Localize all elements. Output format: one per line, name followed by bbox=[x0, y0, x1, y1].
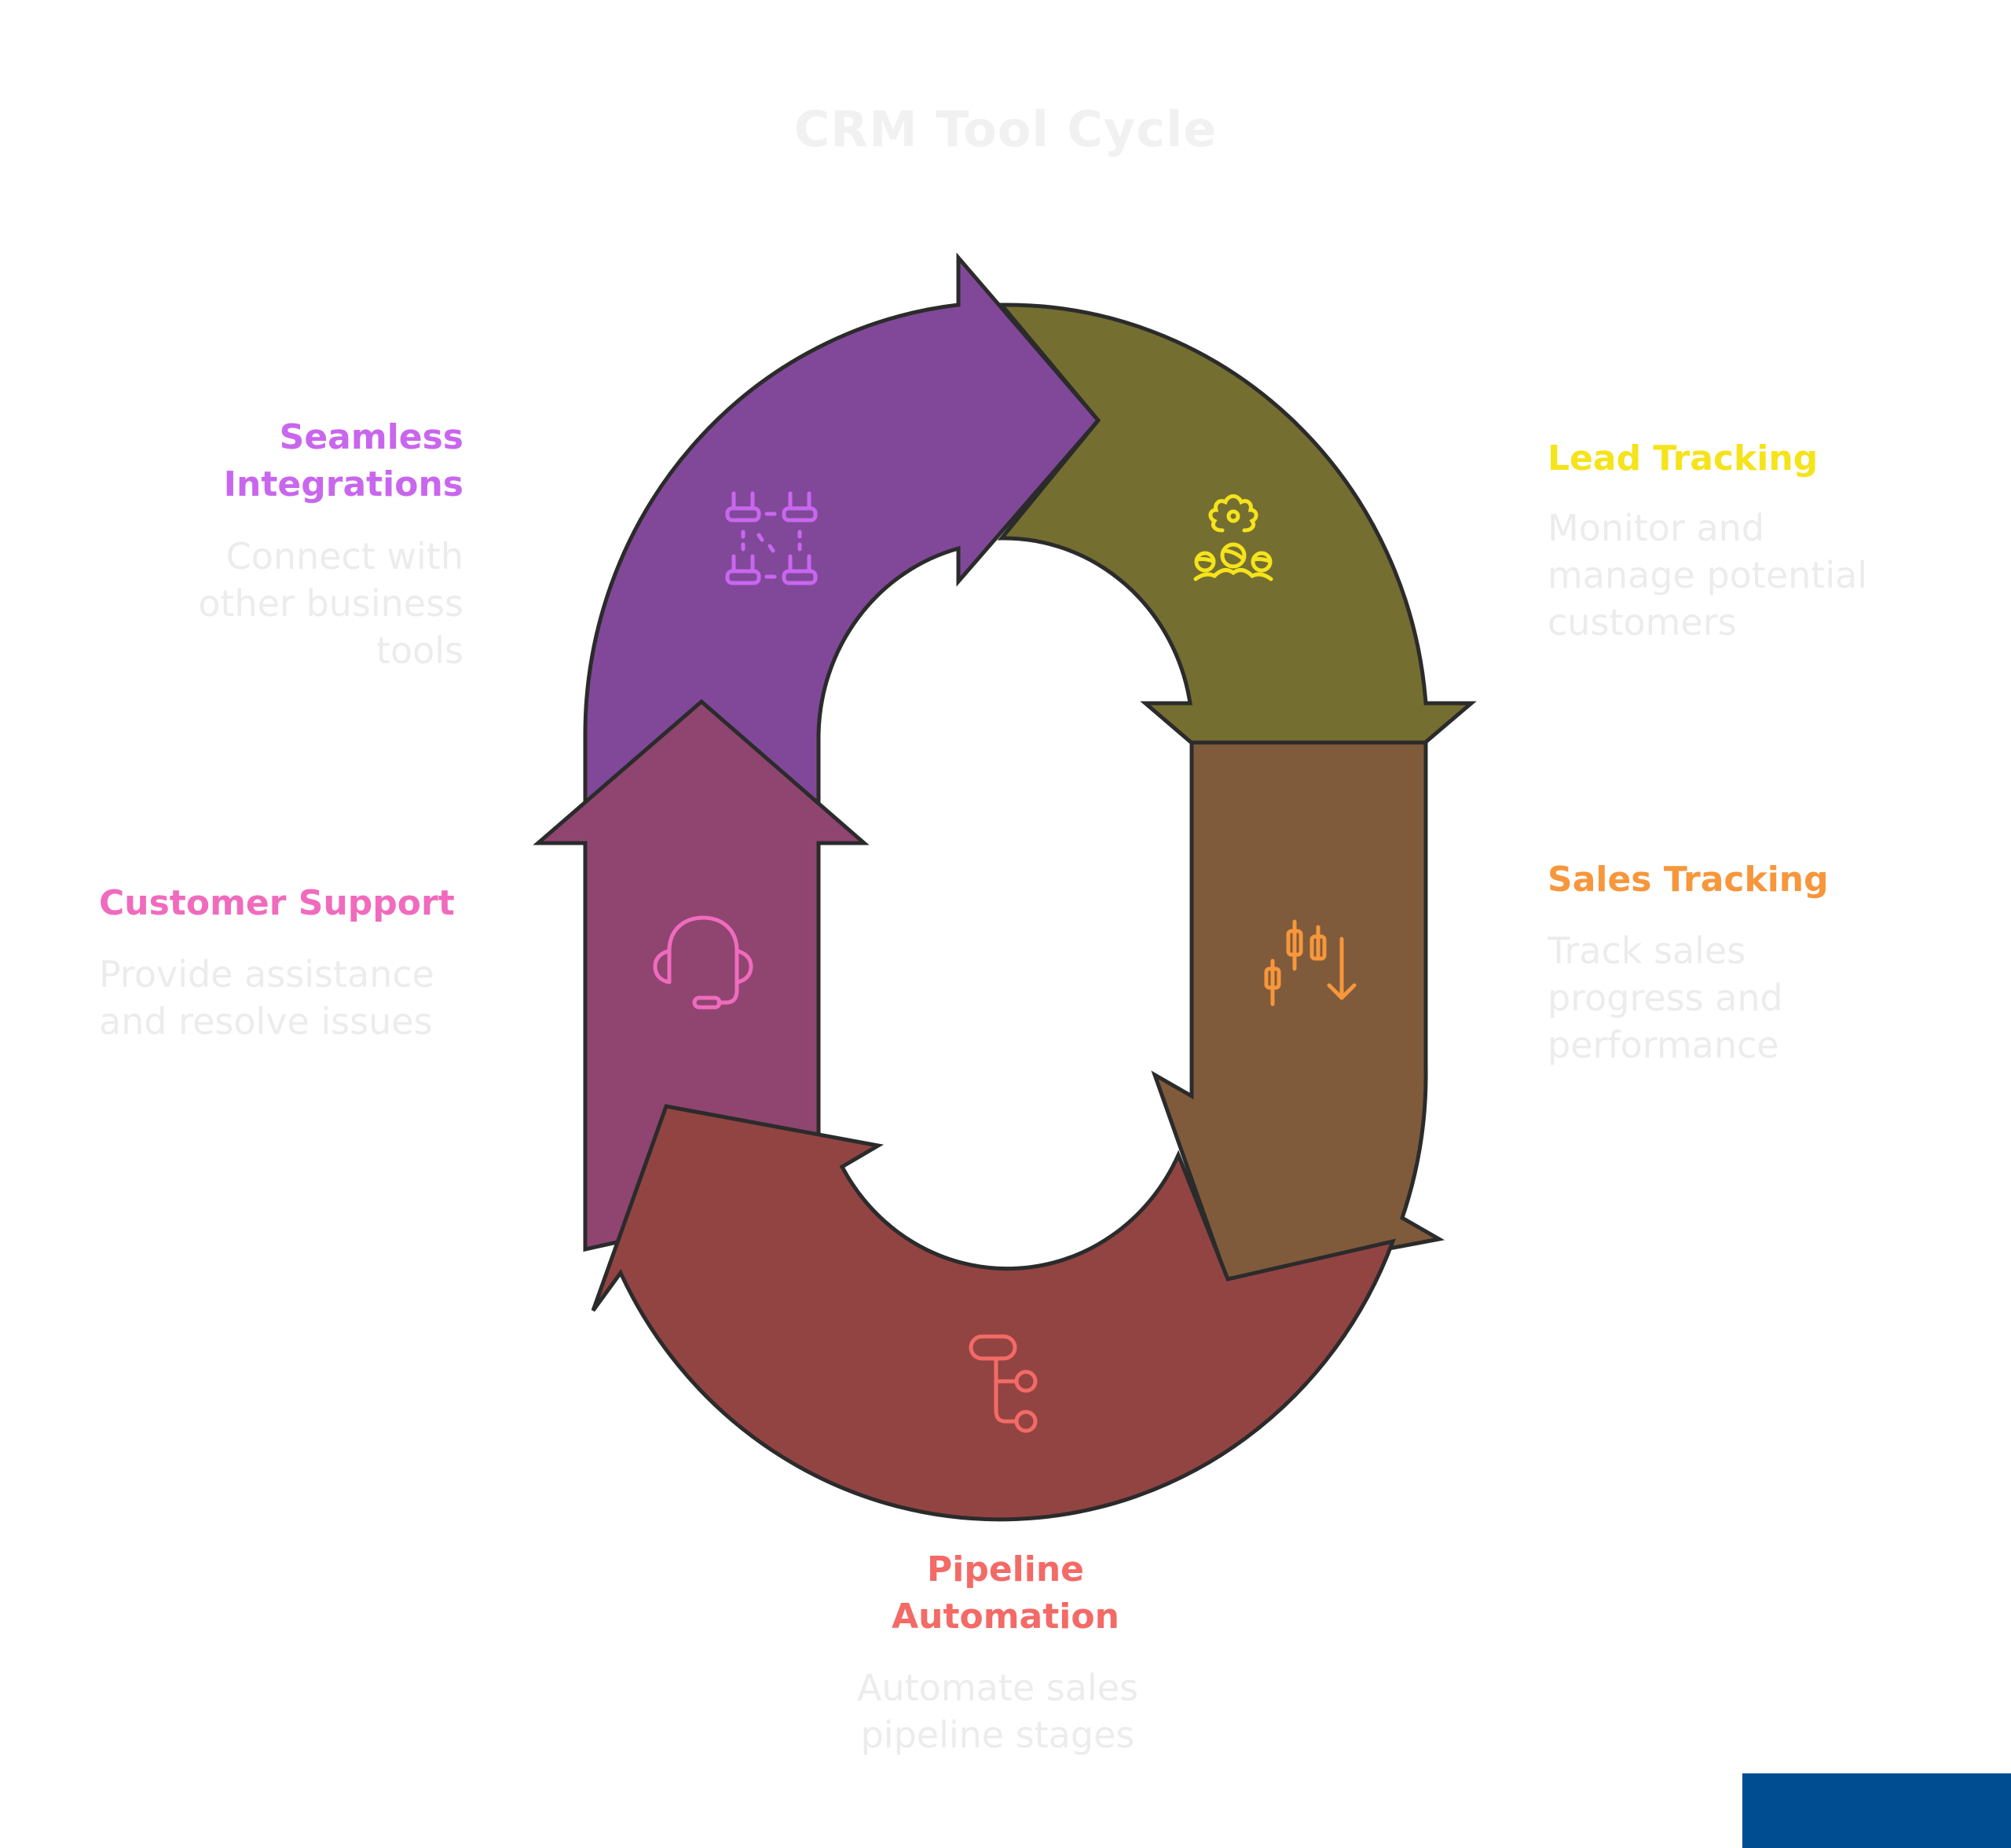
network-nodes-icon bbox=[725, 491, 818, 585]
step-description: Monitor and manage potential customers bbox=[1548, 507, 1868, 644]
step-label: Pipeline Automation bbox=[892, 1549, 1119, 1637]
step-label: Customer Support bbox=[99, 883, 455, 923]
step-description: Provide assistance and resolve issues bbox=[99, 953, 434, 1043]
headset-icon bbox=[653, 915, 753, 1010]
diagram-title: CRM Tool Cycle bbox=[793, 101, 1218, 158]
step-description: Track sales progress and performance bbox=[1548, 930, 1783, 1066]
step-label: Lead Tracking bbox=[1548, 438, 1819, 478]
arrow-pipeline-automation bbox=[591, 1104, 1396, 1522]
step-label: Sales Tracking bbox=[1548, 860, 1829, 900]
workflow-tree-icon bbox=[969, 1334, 1038, 1433]
step-description: Automate sales pipeline stages bbox=[857, 1666, 1138, 1756]
step-description: Connect with other business tools bbox=[198, 535, 463, 672]
people-gear-icon bbox=[1193, 494, 1273, 581]
step-label: Seamless Integrations bbox=[223, 417, 463, 504]
arrow-seamless-integrations bbox=[583, 252, 1101, 812]
corner-block bbox=[1742, 1773, 2011, 1848]
candlestick-down-icon bbox=[1264, 919, 1357, 1006]
arrow-lead-tracking bbox=[997, 302, 1477, 845]
